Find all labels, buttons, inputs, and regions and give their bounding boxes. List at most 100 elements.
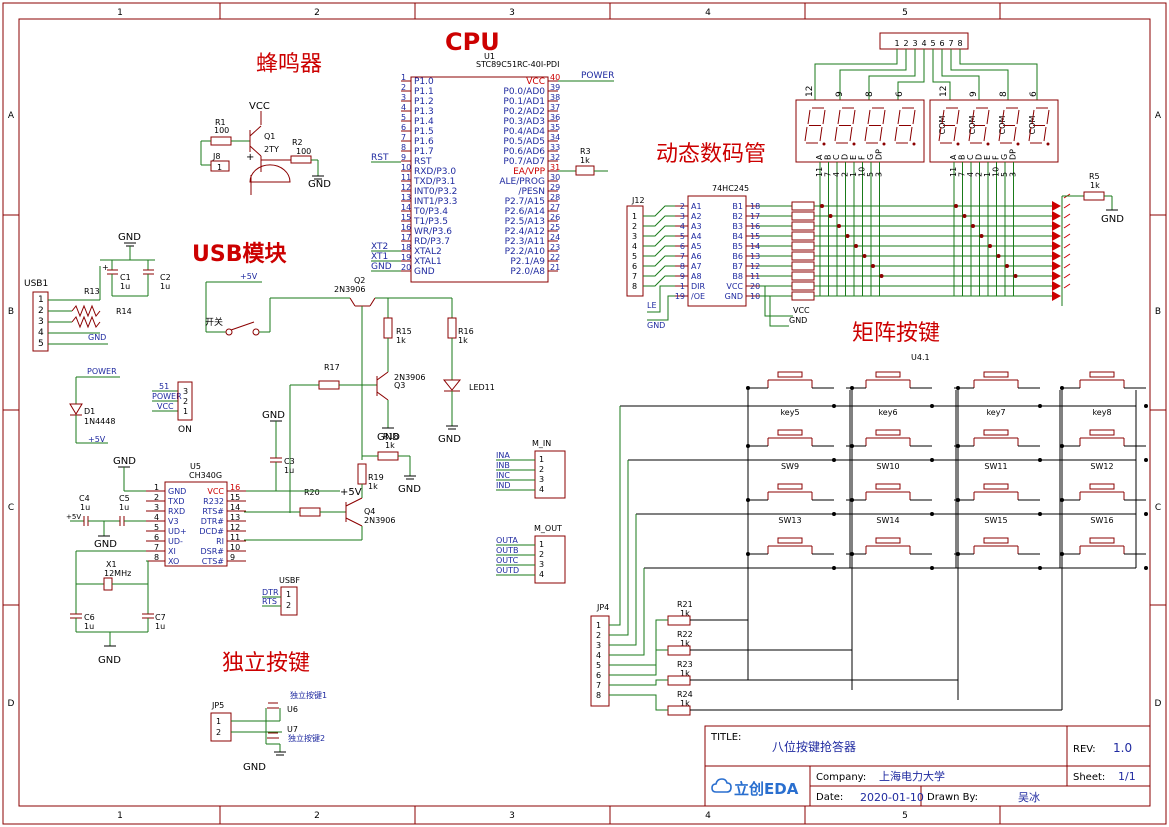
logo-text: 立创EDA — [734, 780, 799, 798]
cpu-pin-num: 8 — [401, 143, 406, 152]
junction-dot — [746, 386, 750, 390]
junction-dot — [832, 458, 836, 462]
seg-resistor — [791, 291, 815, 301]
key-cap — [875, 429, 901, 436]
led-arrow — [1063, 233, 1071, 239]
usbf-net-rts: RTS — [262, 597, 277, 606]
cpu-pin-name: P1.1 — [414, 87, 434, 97]
segment-digit — [938, 107, 960, 144]
hc-vcc: VCC — [793, 306, 810, 315]
key-label: SW14 — [876, 516, 899, 525]
seg-letter: DP — [875, 149, 884, 160]
col-label: 1 — [117, 811, 123, 821]
heading-segment: 动态数码管 — [656, 142, 766, 167]
net-gnd: GND — [371, 262, 392, 272]
cpu-pin-name: RST — [414, 157, 432, 167]
segment-dot — [912, 142, 916, 146]
led-arrow — [1063, 283, 1071, 289]
sheet-label: Sheet: — [1073, 772, 1105, 783]
led-icon — [1052, 211, 1061, 221]
title-block: TITLE: 八位按键抢答器 REV: 1.0 立创EDA Company: 上… — [704, 725, 1151, 807]
cpu-pin-name: P1.6 — [414, 137, 434, 147]
cpu-pin-num: 28 — [550, 193, 560, 202]
junction-dot — [850, 498, 854, 502]
cpu-pin-name: INT0/P3.2 — [414, 187, 457, 197]
j12-wire — [643, 225, 675, 237]
col-label: 3 — [509, 8, 515, 18]
cpu-pin-num: 3 — [401, 93, 406, 102]
seg-pin-num: 5 — [866, 172, 875, 177]
display-header-pin: 6 — [939, 39, 944, 48]
r19-ref: R19 — [368, 473, 384, 482]
key-cap — [983, 537, 1009, 544]
seg-letter: C — [966, 154, 975, 160]
key-cap — [875, 371, 901, 378]
ch340-pin-num: 11 — [230, 533, 240, 542]
digit-num: 9 — [835, 91, 845, 97]
seg-pin-num: 2 — [841, 172, 850, 177]
c6-ref: C6 — [84, 613, 95, 622]
r3-ref: R3 — [580, 147, 591, 156]
key-label: key6 — [878, 408, 897, 417]
j12-pin: 5 — [632, 252, 637, 261]
cpu-pin-num: 21 — [550, 263, 560, 272]
hc-pin-name: VCC — [726, 282, 743, 291]
j8-pin: 1 — [217, 163, 222, 172]
hc-pin-num: 6 — [680, 242, 685, 251]
usb1-ref: USB1 — [24, 279, 48, 289]
cpu-pin-name: RD/P3.7 — [414, 237, 450, 247]
heading-independent: 独立按键 — [222, 651, 310, 676]
junction-dot — [862, 254, 867, 258]
cpu-pin-name: P2.1/A9 — [510, 257, 545, 267]
resistor-r3: R3 1k — [558, 147, 608, 176]
hc-pin-name: B8 — [732, 272, 743, 281]
digit-num: 8 — [865, 91, 875, 97]
cpu-pin-num: 38 — [550, 93, 560, 102]
row-label: B — [1155, 307, 1161, 317]
seg-letter: A — [815, 154, 824, 160]
key2-label: 独立按键2 — [288, 733, 325, 743]
d1-ref: D1 — [84, 407, 95, 416]
buzzer-plus: + — [246, 152, 254, 163]
hc-pin-name: A2 — [691, 212, 702, 221]
cpu-pin-num: 6 — [401, 123, 406, 132]
segment-dot — [882, 142, 886, 146]
junction-dot — [746, 444, 750, 448]
cpu-pin-num: 20 — [401, 263, 411, 272]
digit-num: 9 — [969, 91, 979, 97]
row-label: D — [8, 699, 15, 709]
r2-ref: R2 — [292, 138, 303, 147]
header-pin: 4 — [539, 485, 544, 494]
hc-pin-num: 20 — [750, 282, 760, 291]
net-label: OUTB — [496, 546, 519, 555]
key-cap — [1089, 371, 1115, 378]
digit-com: COM — [1028, 116, 1037, 135]
jp4-pin: 8 — [596, 691, 601, 700]
cpu-pin-num: 34 — [550, 133, 560, 142]
mres-ref: R23 — [677, 660, 693, 669]
seg-pin-num: 2 — [975, 172, 984, 177]
row-label: A — [1155, 111, 1162, 121]
buzzer-gnd: GND — [308, 179, 331, 190]
key1-label: 独立按键1 — [290, 690, 327, 700]
led-icon — [1052, 261, 1061, 271]
digit-wire — [897, 60, 925, 100]
on-51: 51 — [159, 382, 169, 391]
hc-pin-num: 12 — [750, 262, 760, 271]
x1-val: 12MHz — [104, 569, 131, 578]
hc-pin-num: 2 — [680, 202, 685, 211]
jp4-col-wire — [609, 619, 668, 666]
usb1-pin: 3 — [38, 317, 44, 327]
cpu-pin-name: P1.0 — [414, 77, 434, 87]
r1-ref: R1 — [215, 118, 226, 127]
seg-pin-num: 10 — [992, 167, 1001, 177]
q2-ref: Q2 — [354, 276, 365, 285]
display-header-pin: 8 — [957, 39, 962, 48]
cpu-pin-num: 19 — [401, 253, 411, 262]
segment-digit — [894, 107, 916, 144]
key-cap — [983, 483, 1009, 490]
usb1-pin: 1 — [38, 295, 44, 305]
key-cap — [1089, 483, 1115, 490]
ch340-pin-num: 9 — [230, 553, 235, 562]
